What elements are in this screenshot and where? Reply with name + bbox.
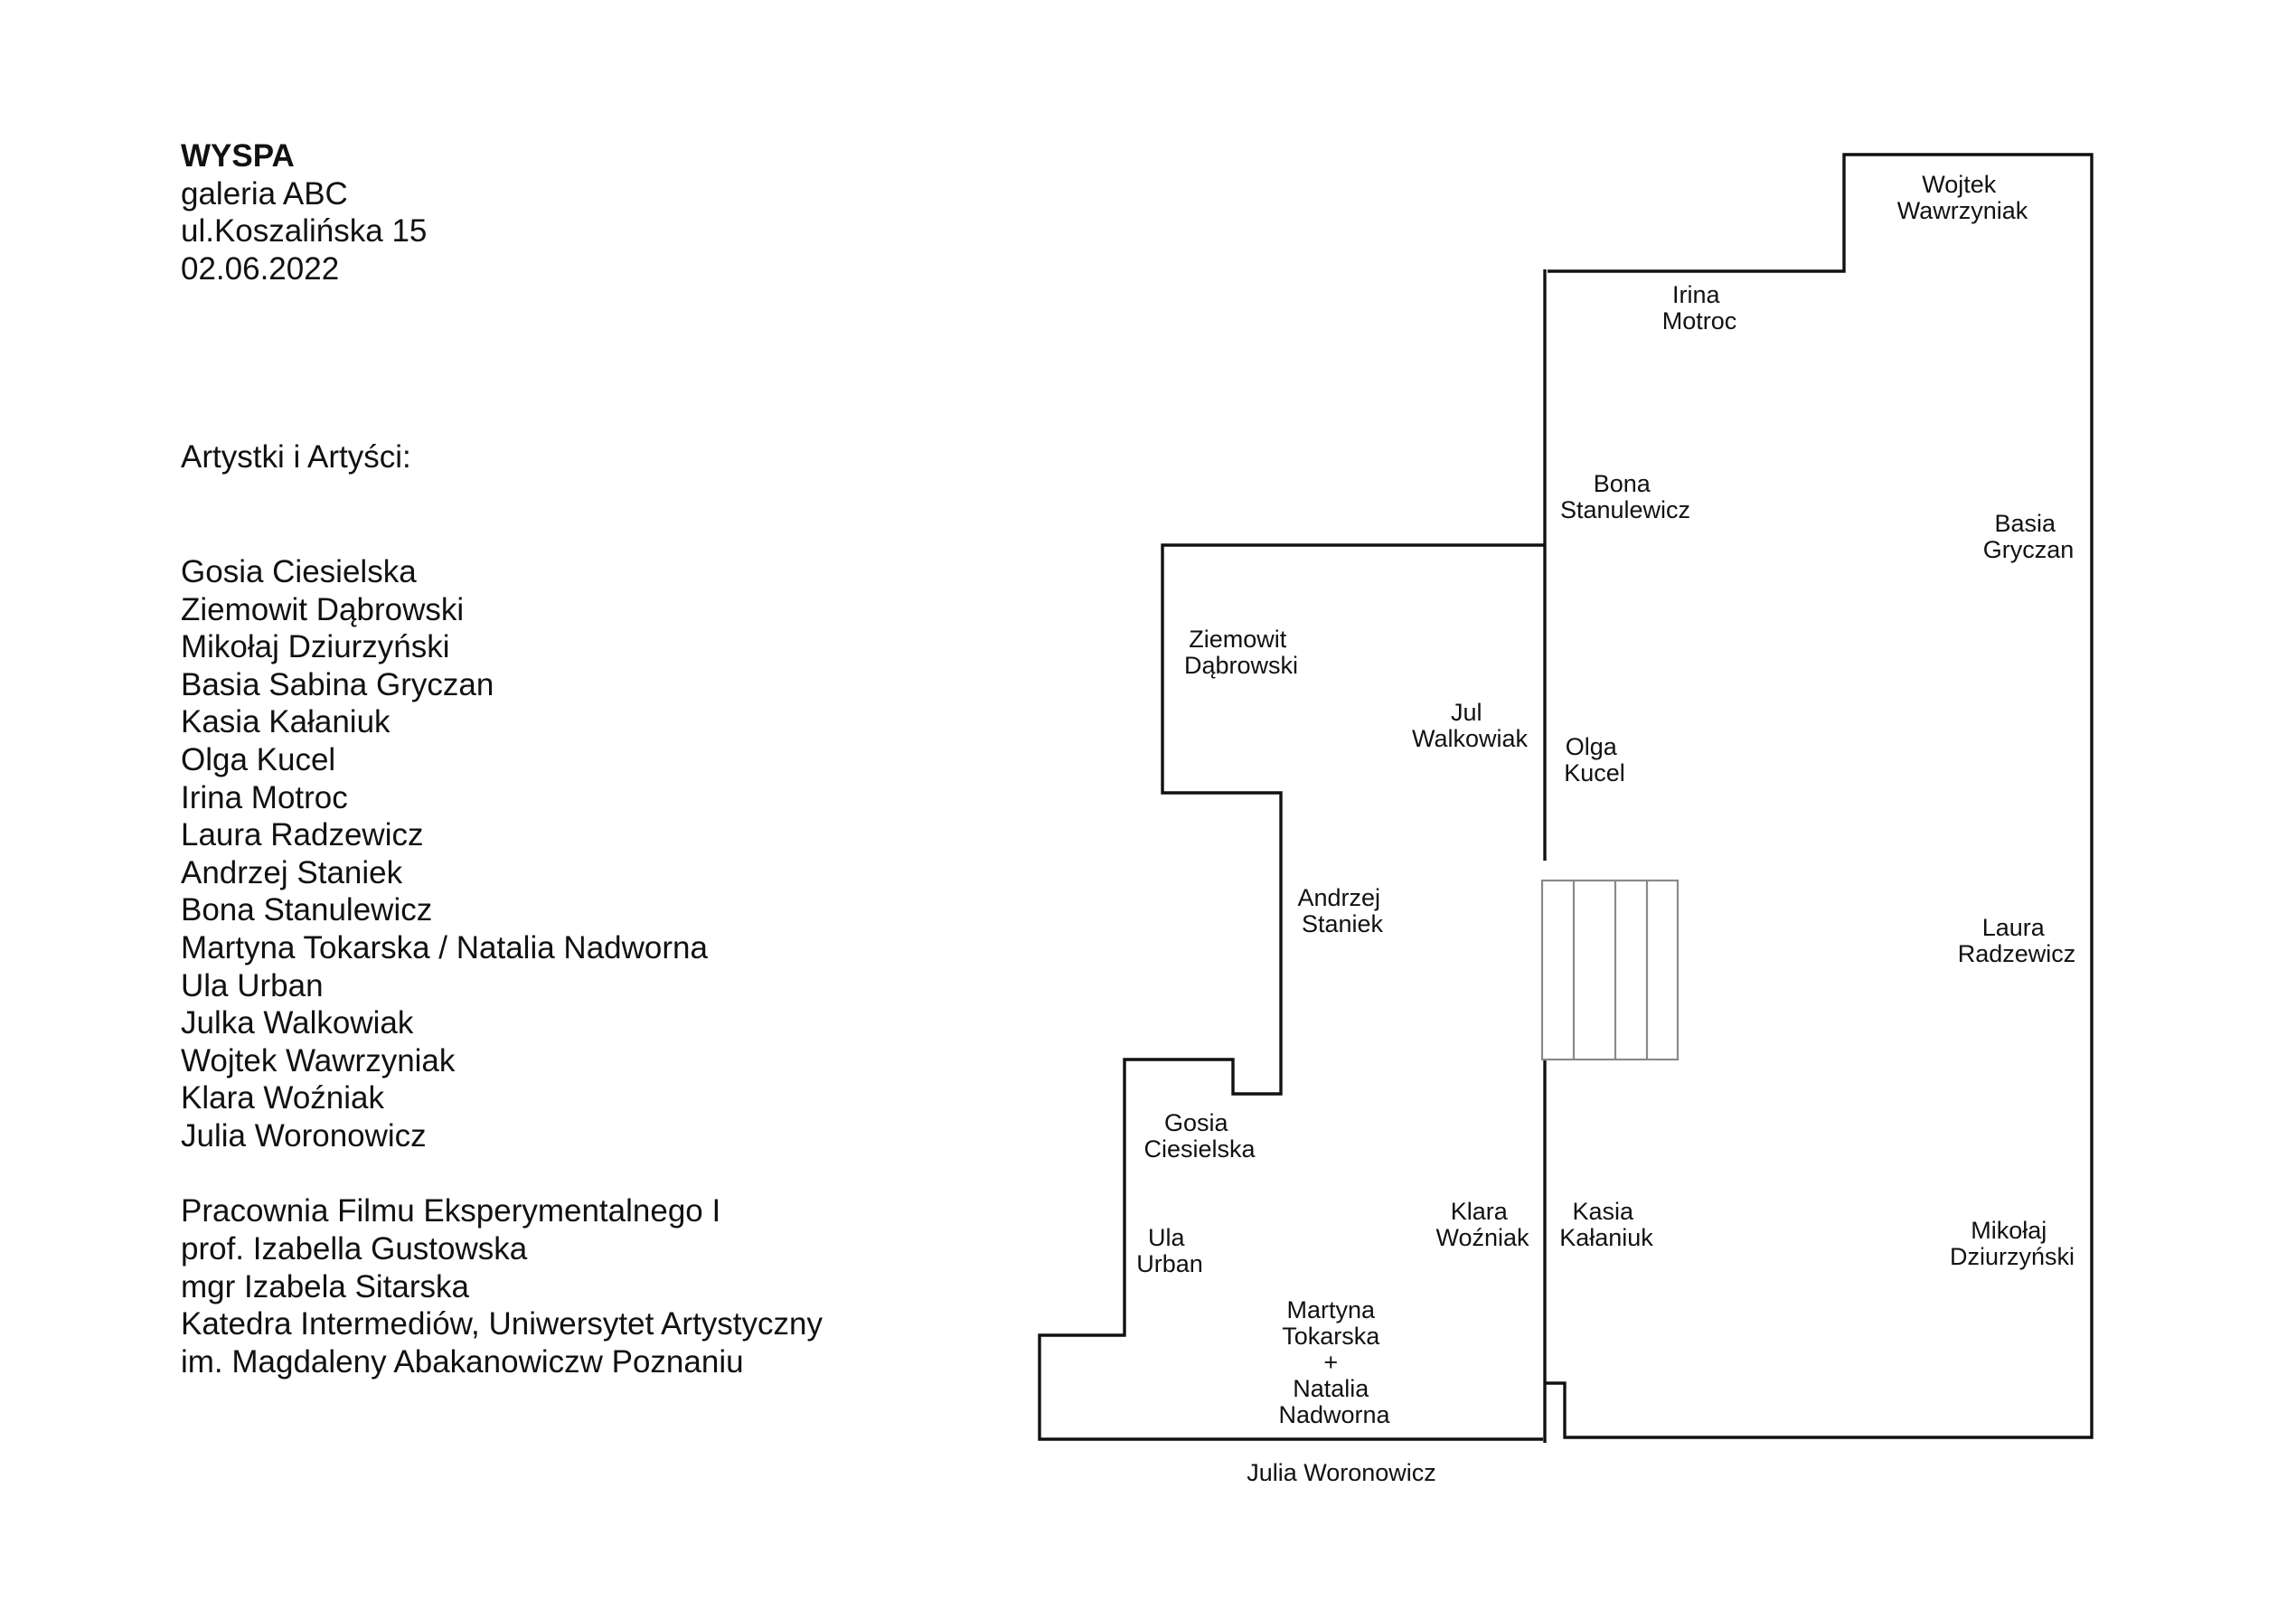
artist-name: Mikołaj Dziurzyński <box>181 629 450 665</box>
artist-name: Wojtek Wawrzyniak <box>181 1042 456 1078</box>
label-mikolaj-dziurzynski: Mikołaj Dziurzyński <box>1950 1217 2075 1270</box>
label-basia-gryczan: Basia Gryczan <box>1983 510 2075 563</box>
label-gosia-ciesielska: Gosia Ciesielska <box>1143 1109 1256 1163</box>
artist-name: Julka Walkowiak <box>181 1005 414 1041</box>
artist-name: Andrzej Staniek <box>181 854 403 890</box>
label-irina-motroc: Irina Motroc <box>1662 281 1737 334</box>
credit-line: prof. Izabella Gustowska <box>181 1231 528 1267</box>
artists-heading: Artystki i Artyści: <box>181 439 411 476</box>
credit-line: im. Magdaleny Abakanowiczw Poznaniu <box>181 1343 744 1380</box>
artist-name: Julia Woronowicz <box>181 1117 427 1154</box>
artist-name: Ula Urban <box>181 967 324 1003</box>
label-ziemowit-dabrowski: Ziemowit Dąbrowski <box>1184 626 1298 679</box>
plan-wall <box>1038 543 1545 1441</box>
label-jul-walkowiak: Jul Walkowiak <box>1412 699 1529 752</box>
artist-name: Kasia Kałaniuk <box>181 704 391 740</box>
artist-name: Irina Motroc <box>181 779 348 815</box>
artist-name: Klara Woźniak <box>181 1080 385 1116</box>
exhibition-title: WYSPA <box>181 138 295 174</box>
label-klara-wozniak: Klara Woźniak <box>1435 1198 1529 1251</box>
exhibition-info: WYSPA galeria ABC ul.Koszalińska 15 02.0… <box>181 137 823 1380</box>
credit-line: mgr Izabela Sitarska <box>181 1268 470 1304</box>
plan-wall <box>1545 153 2094 1439</box>
artist-name: Basia Sabina Gryczan <box>181 666 494 702</box>
label-ula-urban: Ula Urban <box>1136 1224 1203 1277</box>
gallery-name: galeria ABC <box>181 175 348 212</box>
gallery-address: ul.Koszalińska 15 <box>181 213 428 250</box>
label-martyna-tokarska-natalia-nadworna: Martyna Tokarska + Natalia Nadworna <box>1278 1296 1390 1428</box>
artist-name: Gosia Ciesielska <box>181 553 417 589</box>
label-bona-stanulewicz: Bona Stanulewicz <box>1560 470 1690 523</box>
artist-list: Gosia Ciesielska Ziemowit Dąbrowski Miko… <box>181 553 823 1155</box>
artist-name: Bona Stanulewicz <box>181 892 433 928</box>
label-andrzej-staniek: Andrzej Staniek <box>1297 884 1387 937</box>
exhibition-date: 02.06.2022 <box>181 250 340 287</box>
label-wojtek-wawrzyniak: Wojtek Wawrzyniak <box>1897 171 2028 224</box>
credits: Pracownia Filmu Eksperymentalnego I prof… <box>181 1192 823 1380</box>
staircase <box>1540 879 1680 1061</box>
credit-line: Katedra Intermediów, Uniwersytet Artysty… <box>181 1306 823 1342</box>
credit-line: Pracownia Filmu Eksperymentalnego I <box>181 1193 721 1229</box>
label-kasia-kalaniuk: Kasia Kałaniuk <box>1559 1198 1653 1251</box>
artist-name: Martyna Tokarska / Natalia Nadworna <box>181 929 708 965</box>
label-olga-kucel: Olga Kucel <box>1564 733 1625 786</box>
artist-name: Olga Kucel <box>181 741 336 777</box>
artist-name: Ziemowit Dąbrowski <box>181 591 465 627</box>
artist-name: Laura Radzewicz <box>181 817 424 853</box>
label-julia-woronowicz: Julia Woronowicz <box>1247 1459 1436 1486</box>
stair-outline <box>1540 879 1680 1061</box>
label-laura-radzewicz: Laura Radzewicz <box>1958 914 2076 967</box>
